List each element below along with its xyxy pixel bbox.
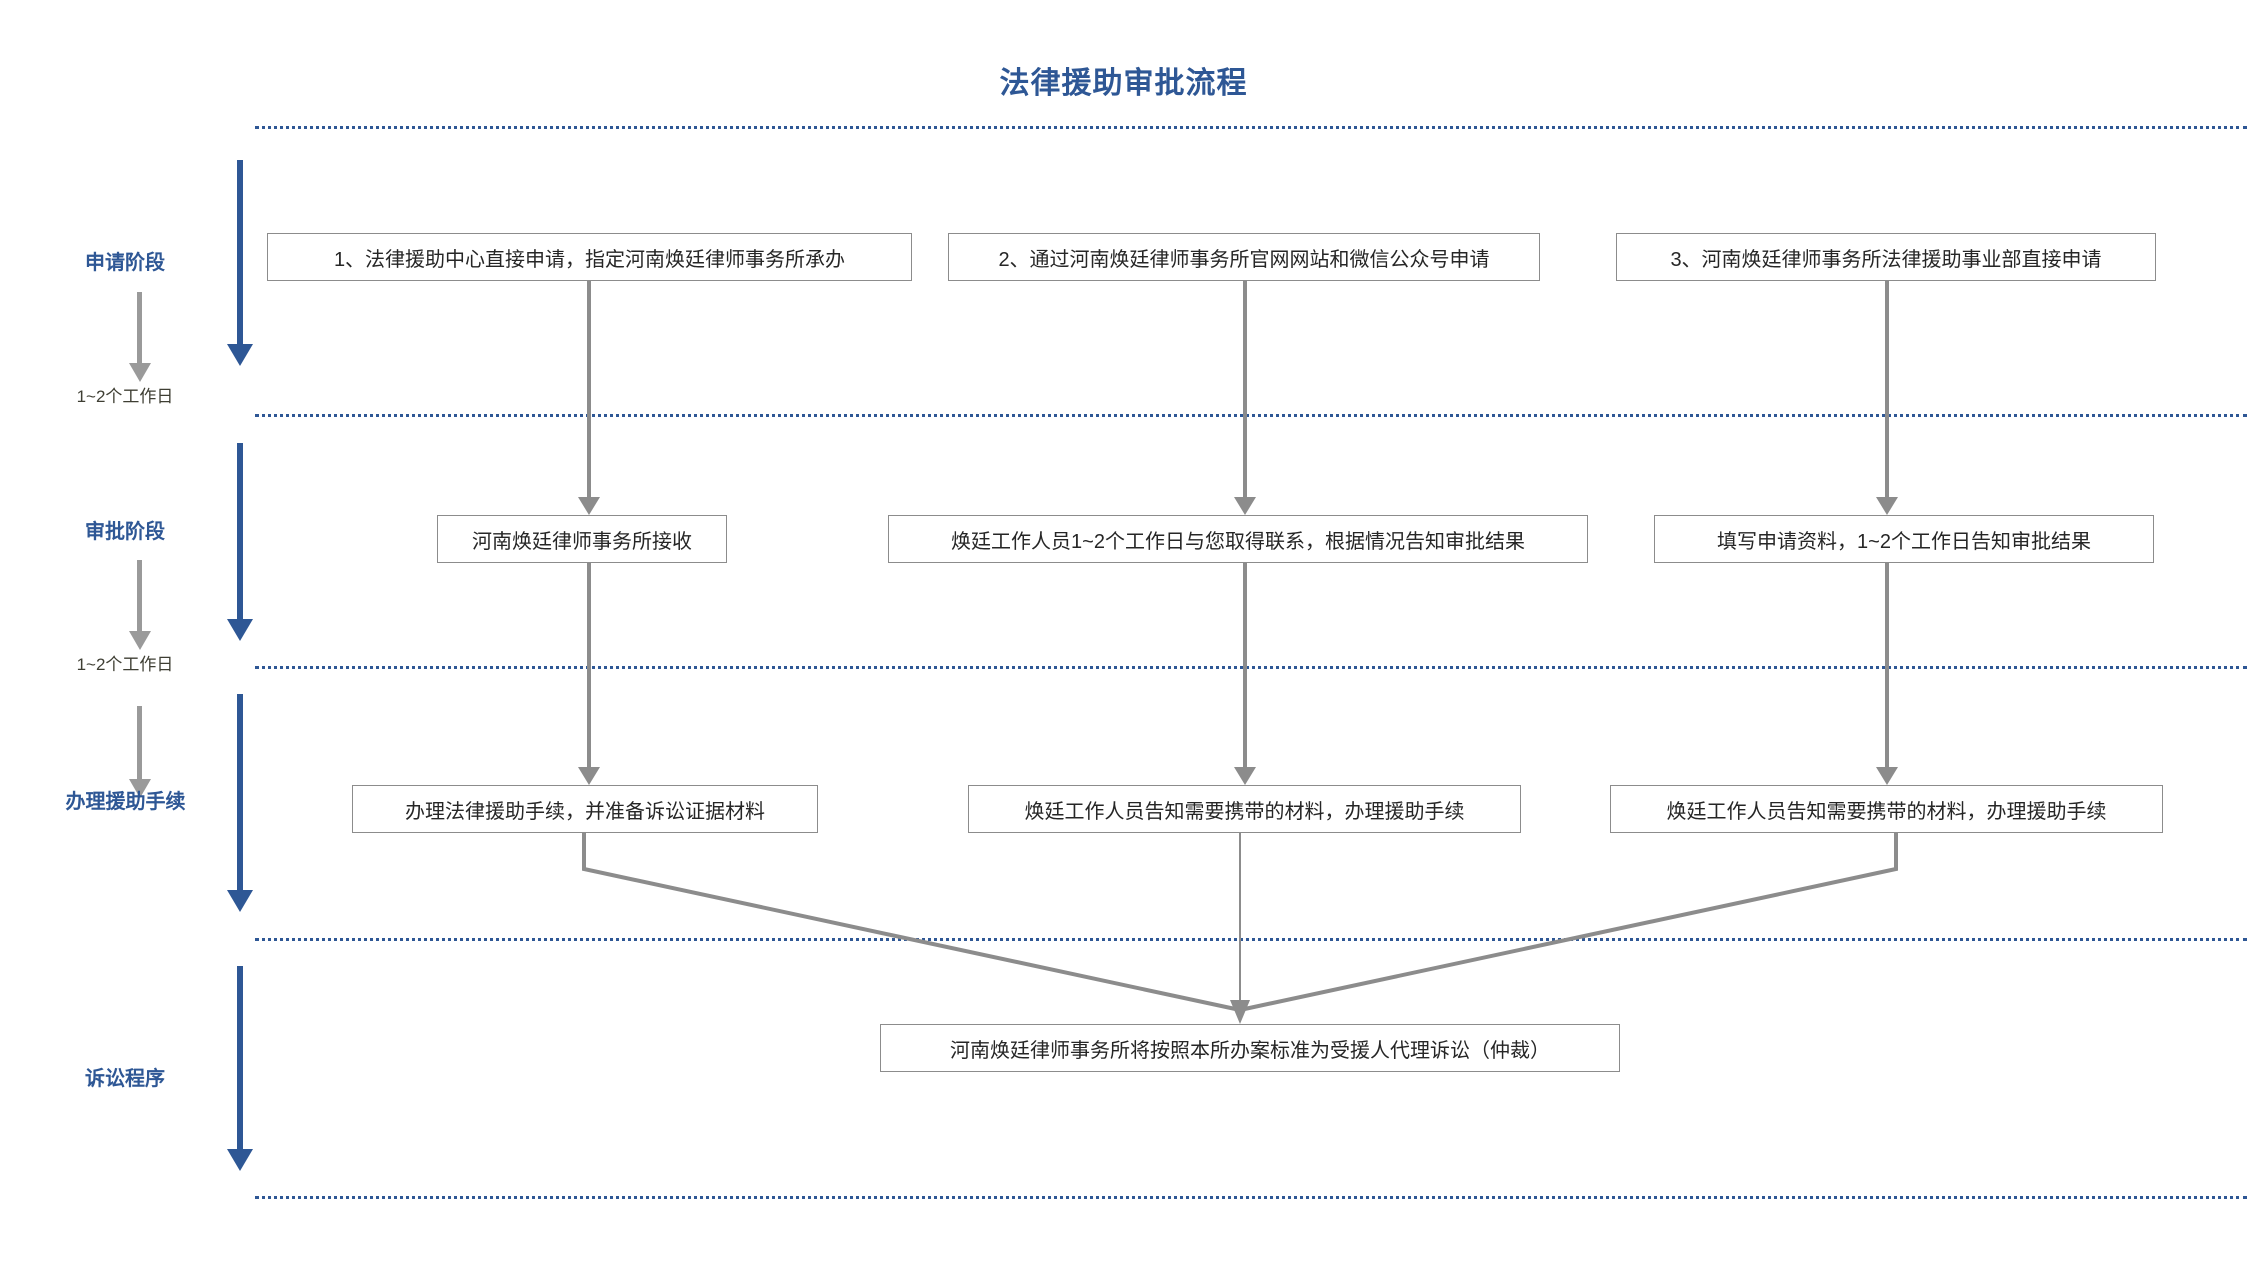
connector-apply3-review3 (1876, 281, 1898, 515)
connector-apply1-review1 (578, 281, 600, 515)
blue-stage-arrow-procedure (227, 694, 253, 912)
node-apply-2[interactable]: 2、通过河南焕廷律师事务所官网网站和微信公众号申请 (948, 233, 1540, 281)
divider-top (255, 126, 2247, 129)
gray-arrow-review-to-proc (129, 560, 151, 650)
divider-proc-litig (255, 938, 2247, 941)
node-procedure-2[interactable]: 焕廷工作人员告知需要携带的材料，办理援助手续 (968, 785, 1521, 833)
merge-arrowhead (1230, 1000, 1250, 1024)
node-procedure-3[interactable]: 焕廷工作人员告知需要携带的材料，办理援助手续 (1610, 785, 2163, 833)
connector-apply2-review2 (1234, 281, 1256, 515)
node-apply-1[interactable]: 1、法律援助中心直接申请，指定河南焕廷律师事务所承办 (267, 233, 912, 281)
gray-arrow-apply-to-review (129, 292, 151, 382)
phase-label-apply: 申请阶段 (85, 252, 165, 274)
divider-apply-review (255, 414, 2247, 417)
node-apply-3[interactable]: 3、河南焕廷律师事务所法律援助事业部直接申请 (1616, 233, 2156, 281)
phase-label-procedure: 办理援助手续 (65, 791, 186, 813)
duration-label-2: 1~2个工作日 (76, 655, 174, 674)
connector-review3-proc3 (1876, 563, 1898, 785)
merge-line-right (1239, 833, 1898, 1012)
phase-label-review: 审批阶段 (85, 521, 165, 543)
blue-stage-arrow-review (227, 443, 253, 641)
duration-label-1: 1~2个工作日 (76, 387, 174, 406)
blue-stage-arrow-apply (227, 160, 253, 366)
connector-review2-proc2 (1234, 563, 1256, 785)
node-review-1[interactable]: 河南焕廷律师事务所接收 (437, 515, 727, 563)
merge-line-left (582, 833, 1241, 1012)
divider-bottom (255, 1196, 2247, 1199)
node-litigation-1[interactable]: 河南焕廷律师事务所将按照本所办案标准为受援人代理诉讼（仲裁） (880, 1024, 1620, 1072)
node-review-3[interactable]: 填写申请资料，1~2个工作日告知审批结果 (1654, 515, 2154, 563)
blue-stage-arrow-litigation (227, 966, 253, 1171)
phase-label-litigation: 诉讼程序 (85, 1068, 165, 1090)
divider-review-proc (255, 666, 2247, 669)
node-procedure-1[interactable]: 办理法律援助手续，并准备诉讼证据材料 (352, 785, 818, 833)
gray-arrow-proc-entry (129, 706, 151, 798)
page-title: 法律援助审批流程 (999, 67, 1248, 100)
node-review-2[interactable]: 焕廷工作人员1~2个工作日与您取得联系，根据情况告知审批结果 (888, 515, 1588, 563)
connector-review1-proc1 (578, 563, 600, 785)
